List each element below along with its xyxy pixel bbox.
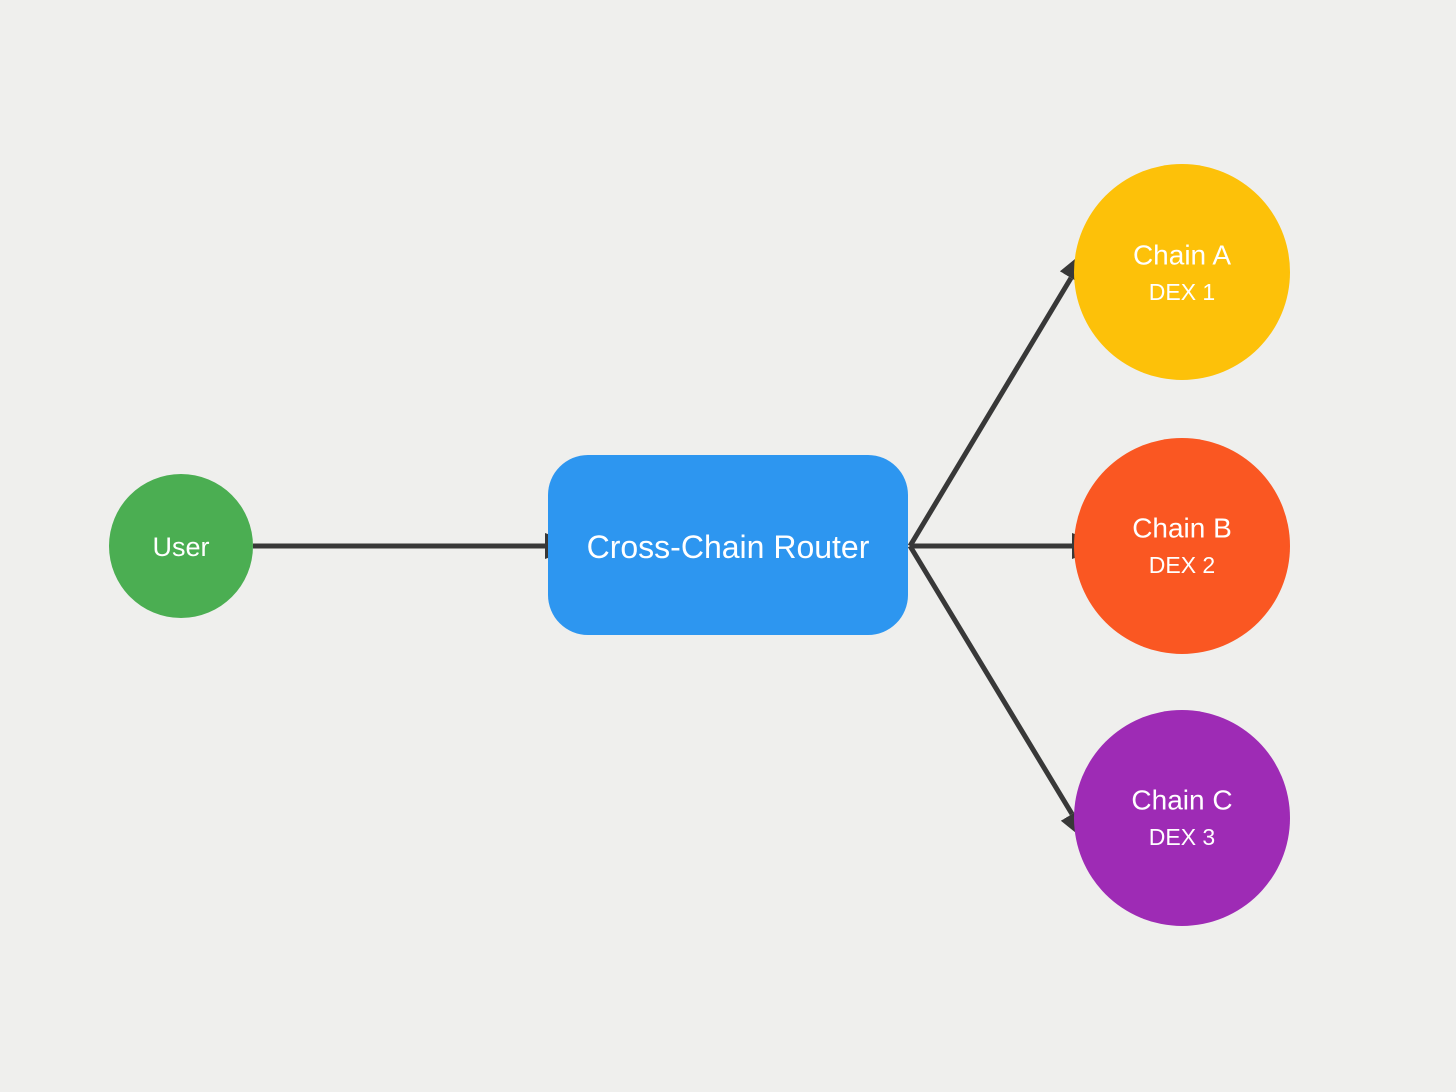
chain-a-circle <box>1074 164 1290 380</box>
user-circle <box>109 474 253 618</box>
edges <box>253 247 1108 845</box>
chain-c-circle <box>1074 710 1290 926</box>
router-box <box>548 455 908 635</box>
node-chain-a: Chain A DEX 1 <box>1074 164 1290 380</box>
user-label: User <box>152 532 209 562</box>
node-router: Cross-Chain Router <box>548 455 908 635</box>
chain-b-label: Chain B <box>1132 513 1232 544</box>
chain-a-label: Chain A <box>1133 240 1231 271</box>
router-label: Cross-Chain Router <box>587 529 870 565</box>
chain-c-sublabel: DEX 3 <box>1149 824 1215 850</box>
chain-b-sublabel: DEX 2 <box>1149 552 1215 578</box>
chain-c-label: Chain C <box>1131 785 1232 816</box>
node-user: User <box>109 474 253 618</box>
node-chain-c: Chain C DEX 3 <box>1074 710 1290 926</box>
edge-router-chain-c <box>907 544 1091 845</box>
chain-a-sublabel: DEX 1 <box>1149 279 1215 305</box>
edge-router-chain-a <box>907 247 1090 548</box>
node-chain-b: Chain B DEX 2 <box>1074 438 1290 654</box>
chain-b-circle <box>1074 438 1290 654</box>
